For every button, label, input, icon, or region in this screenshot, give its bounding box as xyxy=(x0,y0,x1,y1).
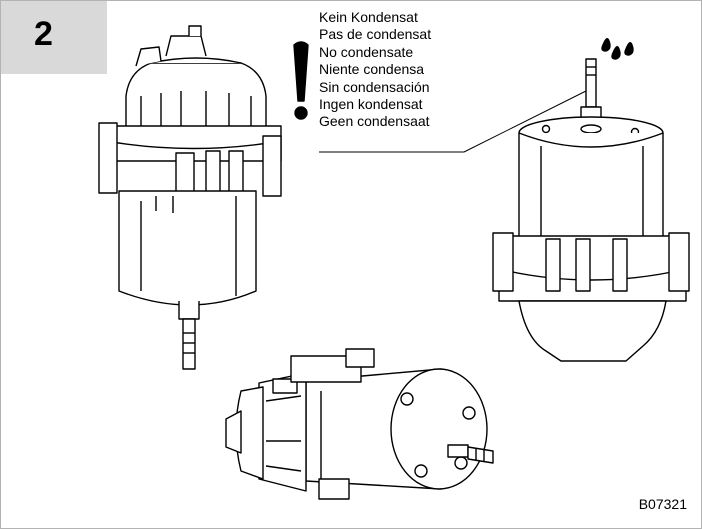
step-number-box: 2 xyxy=(1,1,107,74)
warning-line: Kein Kondensat xyxy=(319,9,418,25)
step-number: 2 xyxy=(34,15,53,53)
motor-horizontal xyxy=(225,348,494,500)
motor-shaft-down xyxy=(98,25,282,370)
warning-line: Pas de condensat xyxy=(319,26,432,43)
figure-id: B07321 xyxy=(638,496,687,512)
warning-line: Sin condensación xyxy=(319,78,430,95)
exclamation-icon xyxy=(293,41,309,120)
water-drops-icon xyxy=(601,38,634,60)
warning-line: Ingen kondensat xyxy=(319,96,423,113)
warning-line: Niente condensa xyxy=(319,61,425,78)
no-condensate-warning: Kein Kondensat Pas de condensat No conde… xyxy=(319,9,479,131)
warning-line: Geen condensaat xyxy=(319,113,430,130)
motor-shaft-up xyxy=(492,58,690,362)
warning-line: No condensate xyxy=(319,43,414,60)
